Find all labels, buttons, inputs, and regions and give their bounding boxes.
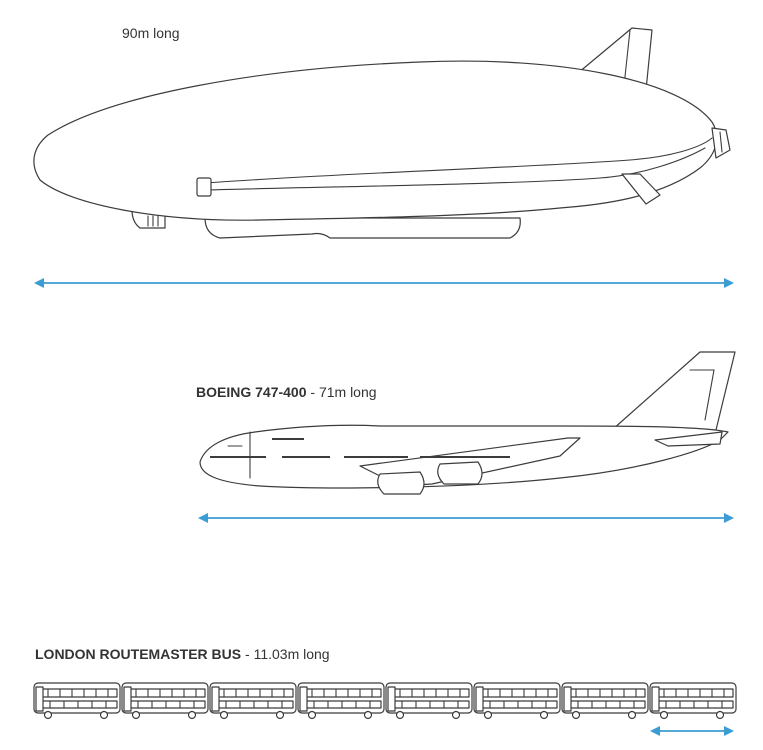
boeing-engine-2 <box>437 461 483 485</box>
airship-gondola <box>204 217 521 239</box>
airship-length-arrow <box>34 278 734 288</box>
bus-length-text: - 11.03m long <box>245 646 330 662</box>
boeing-arrowhead-right <box>724 513 734 523</box>
boeing-tail-fin <box>611 351 736 431</box>
boeing-caption: BOEING 747-400 - 71m long <box>196 384 377 400</box>
boeing-drawing <box>199 351 736 495</box>
bus-8 <box>649 682 737 720</box>
airship-arrowhead-left <box>34 278 44 288</box>
bus-5 <box>385 682 473 720</box>
bus-2 <box>121 682 209 720</box>
bus-arrowhead-left <box>650 726 660 736</box>
bus-6 <box>473 682 561 720</box>
bus-length-arrow <box>650 726 734 736</box>
bus-4 <box>297 682 385 720</box>
airship-caption: 90m long <box>122 25 180 41</box>
boeing-arrowhead-left <box>198 513 208 523</box>
boeing-name: BOEING 747-400 <box>196 384 307 400</box>
bus-1 <box>33 682 121 720</box>
bus-arrowhead-right <box>724 726 734 736</box>
airship-hull <box>33 60 718 221</box>
bus-caption: LONDON ROUTEMASTER BUS - 11.03m long <box>35 646 330 662</box>
bus-3 <box>209 682 297 720</box>
bus-name: LONDON ROUTEMASTER BUS <box>35 646 242 662</box>
airship-tail-fin <box>621 173 661 205</box>
boeing-engine-1 <box>377 471 425 495</box>
airship-hull-band <box>204 137 713 184</box>
airship-side-pod <box>196 177 212 197</box>
bus-row <box>33 682 737 720</box>
bus-7 <box>561 682 649 720</box>
airship-length-text: 90m long <box>122 25 180 41</box>
boeing-length-arrow <box>198 513 734 523</box>
boeing-length-text: - 71m long <box>310 384 377 400</box>
airship-arrowhead-right <box>724 278 734 288</box>
boeing-horizontal-stabilizer <box>654 431 723 447</box>
airship-drawing <box>33 27 731 239</box>
